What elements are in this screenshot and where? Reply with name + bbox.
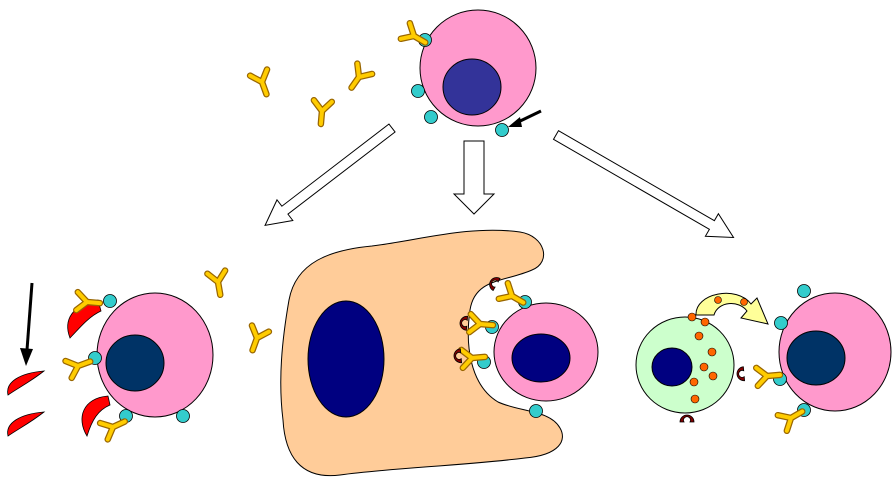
center-pathway-arrow-icon <box>452 140 496 215</box>
left-pathway-arrow-icon <box>264 123 396 227</box>
nk-cell-nucleus <box>651 347 693 387</box>
antigen-dot <box>424 110 438 124</box>
antigen-dot <box>797 284 811 298</box>
granule-dot <box>690 394 700 404</box>
nk-cell-pathway <box>635 284 892 431</box>
granule-dot <box>689 377 699 387</box>
antigen-dot <box>774 316 788 330</box>
granule-dot <box>687 312 697 322</box>
free-antibody-icon <box>207 271 229 297</box>
black-pointer-arrow-icon <box>25 282 34 351</box>
bound-complement-icon <box>81 395 111 437</box>
antigen-dot <box>411 84 425 98</box>
fc-receptor-icon <box>736 366 745 382</box>
antigen-dot <box>529 404 543 418</box>
free-antibody-icon <box>244 326 269 354</box>
pathway-arrows <box>264 123 735 239</box>
granule-dot <box>700 317 710 327</box>
granule-dot <box>707 347 717 357</box>
free-antibodies <box>250 64 372 125</box>
granule-dot <box>714 296 722 304</box>
antigen-dot <box>103 294 117 308</box>
granule-dot <box>740 298 748 306</box>
left-target-nucleus <box>105 334 165 392</box>
right-target-nucleus <box>786 330 846 386</box>
middle-target-nucleus <box>511 333 571 383</box>
complement-pathway <box>7 271 269 440</box>
complement-crescent-icon <box>7 370 46 396</box>
antigen-dot <box>495 123 509 137</box>
granule-dot <box>699 362 709 372</box>
phagocytosis-pathway <box>280 229 599 477</box>
free-antibody-icon <box>250 70 275 98</box>
cytotoxic-granules <box>687 312 718 404</box>
phagocyte-nucleus <box>307 300 385 418</box>
pointer-arrowhead-icon <box>508 117 522 127</box>
top-target-cell-group <box>401 9 542 137</box>
antigen-dot <box>176 409 190 423</box>
black-pointer-arrowhead-icon <box>20 348 33 366</box>
granule-dot <box>694 331 704 341</box>
complement-crescent-icon <box>7 411 46 437</box>
top-target-nucleus <box>442 58 502 116</box>
free-antibody-icon <box>344 64 372 93</box>
fc-receptor-icon <box>679 414 695 423</box>
free-antibody-icon <box>312 100 332 124</box>
granule-dot <box>708 371 718 381</box>
right-pathway-arrow-icon <box>552 129 735 239</box>
granule-release-arrow-icon <box>695 292 769 325</box>
